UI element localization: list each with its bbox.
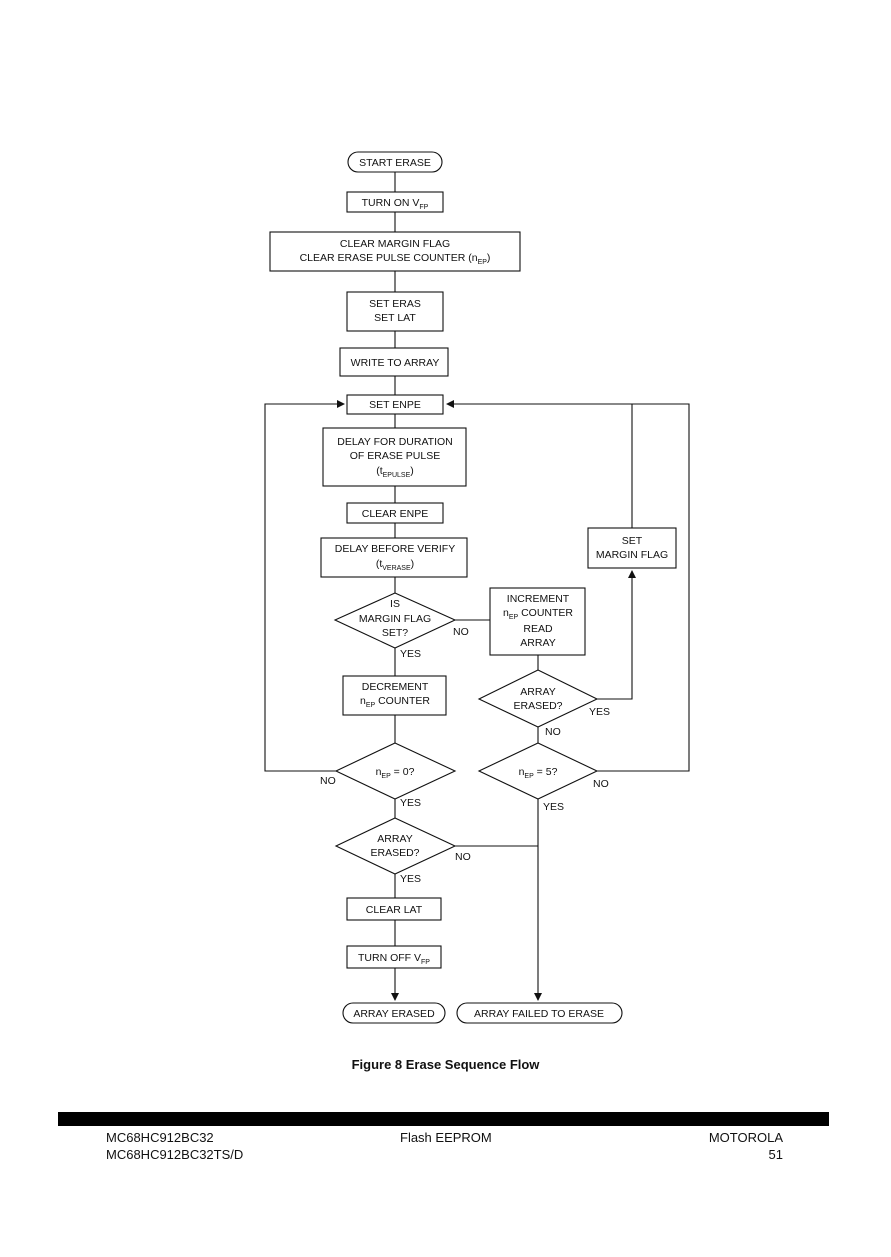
svg-text:NO: NO [453, 626, 469, 638]
array-failed-terminal: ARRAY FAILED TO ERASE [456, 1002, 623, 1024]
array-erased-terminal: ARRAY ERASED [342, 1002, 446, 1024]
svg-text:nEP COUNTER: nEP COUNTER [360, 695, 430, 709]
margin-flag-decision: IS MARGIN FLAG SET? [333, 592, 457, 649]
turn-off-vfp-box: TURN OFF VFP [346, 945, 442, 969]
svg-text:DELAY FOR DURATION: DELAY FOR DURATION [337, 436, 453, 448]
svg-text:nEP = 0?: nEP = 0? [376, 766, 415, 780]
svg-text:NO: NO [455, 851, 471, 863]
write-to-array-box: WRITE TO ARRAY [339, 347, 449, 377]
clear-margin-flag-box: CLEAR MARGIN FLAG CLEAR ERASE PULSE COUN… [269, 231, 521, 272]
svg-text:DECREMENT: DECREMENT [362, 681, 429, 693]
footer-brand: MOTOROLA [708, 1130, 783, 1145]
svg-text:NO: NO [593, 778, 609, 790]
svg-text:SET: SET [622, 535, 643, 547]
set-margin-flag-box: SET MARGIN FLAG [587, 527, 677, 569]
svg-text:YES: YES [400, 797, 421, 809]
svg-text:YES: YES [400, 648, 421, 660]
svg-text:SET?: SET? [382, 627, 408, 639]
svg-text:ARRAY FAILED TO ERASE: ARRAY FAILED TO ERASE [474, 1008, 604, 1020]
svg-text:INCREMENT: INCREMENT [507, 593, 570, 605]
svg-text:ARRAY: ARRAY [377, 833, 412, 845]
delay-erase-pulse-box: DELAY FOR DURATION OF ERASE PULSE (tEPUL… [322, 427, 467, 487]
edge-labels: NO YES YES NO NO YES NO YES NO YES [320, 626, 610, 885]
svg-text:ERASED?: ERASED? [370, 847, 419, 859]
svg-text:TURN ON VFP: TURN ON VFP [362, 197, 429, 211]
turn-on-vfp-box: TURN ON VFP [346, 191, 444, 213]
svg-text:OF ERASE PULSE: OF ERASE PULSE [350, 450, 440, 462]
array-erased-decision-left: ARRAY ERASED? [334, 817, 457, 875]
flow-connectors [264, 172, 690, 1001]
svg-text:ARRAY: ARRAY [520, 637, 555, 649]
set-eras-lat-box: SET ERAS SET LAT [346, 291, 444, 332]
svg-text:nEP = 5?: nEP = 5? [519, 766, 558, 780]
svg-text:NO: NO [320, 775, 336, 787]
svg-text:(tVERASE): (tVERASE) [376, 558, 414, 572]
figure-caption: Figure 8 Erase Sequence Flow [351, 1057, 540, 1072]
svg-text:READ: READ [523, 623, 553, 635]
footer-title: Flash EEPROM [400, 1130, 492, 1145]
delay-before-verify-box: DELAY BEFORE VERIFY (tVERASE) [320, 537, 468, 578]
svg-text:SET LAT: SET LAT [374, 312, 416, 324]
footer-rule [58, 1112, 829, 1126]
increment-counter-box: INCREMENT nEP COUNTER READ ARRAY [489, 587, 586, 656]
svg-text:YES: YES [400, 873, 421, 885]
decrement-counter-box: DECREMENT nEP COUNTER [342, 675, 447, 716]
svg-text:MARGIN FLAG: MARGIN FLAG [596, 549, 668, 561]
svg-text:YES: YES [589, 706, 610, 718]
svg-text:IS: IS [390, 598, 400, 610]
svg-text:SET ENPE: SET ENPE [369, 399, 421, 411]
svg-text:CLEAR LAT: CLEAR LAT [366, 904, 423, 916]
svg-text:YES: YES [543, 801, 564, 813]
svg-text:ARRAY ERASED: ARRAY ERASED [353, 1008, 435, 1020]
nep-zero-decision: nEP = 0? [334, 742, 457, 800]
svg-text:CLEAR MARGIN FLAG: CLEAR MARGIN FLAG [340, 238, 450, 250]
svg-text:MARGIN FLAG: MARGIN FLAG [359, 613, 431, 625]
footer-page-number: 51 [768, 1147, 783, 1162]
svg-text:CLEAR ENPE: CLEAR ENPE [362, 508, 429, 520]
svg-text:NO: NO [545, 726, 561, 738]
svg-text:WRITE TO ARRAY: WRITE TO ARRAY [351, 357, 440, 369]
svg-text:ERASED?: ERASED? [513, 700, 562, 712]
footer-doc-id: MC68HC912BC32TS/D [106, 1147, 244, 1162]
svg-text:SET ERAS: SET ERAS [369, 298, 421, 310]
svg-text:DELAY BEFORE VERIFY: DELAY BEFORE VERIFY [335, 543, 455, 555]
svg-text:START ERASE: START ERASE [359, 157, 431, 169]
clear-enpe-box: CLEAR ENPE [346, 502, 444, 524]
clear-lat-box: CLEAR LAT [346, 897, 442, 921]
footer-part-number: MC68HC912BC32 [106, 1130, 214, 1145]
svg-text:TURN OFF VFP: TURN OFF VFP [358, 952, 430, 966]
nep-five-decision: nEP = 5? [477, 742, 599, 800]
svg-text:nEP COUNTER: nEP COUNTER [503, 607, 573, 621]
set-enpe-box: SET ENPE [346, 394, 444, 415]
svg-text:ARRAY: ARRAY [520, 686, 555, 698]
svg-text:CLEAR ERASE PULSE COUNTER (nEP: CLEAR ERASE PULSE COUNTER (nEP) [300, 252, 491, 266]
svg-text:(tEPULSE): (tEPULSE) [376, 465, 414, 479]
start-erase-terminal: START ERASE [347, 151, 443, 173]
array-erased-decision-right: ARRAY ERASED? [477, 669, 599, 728]
